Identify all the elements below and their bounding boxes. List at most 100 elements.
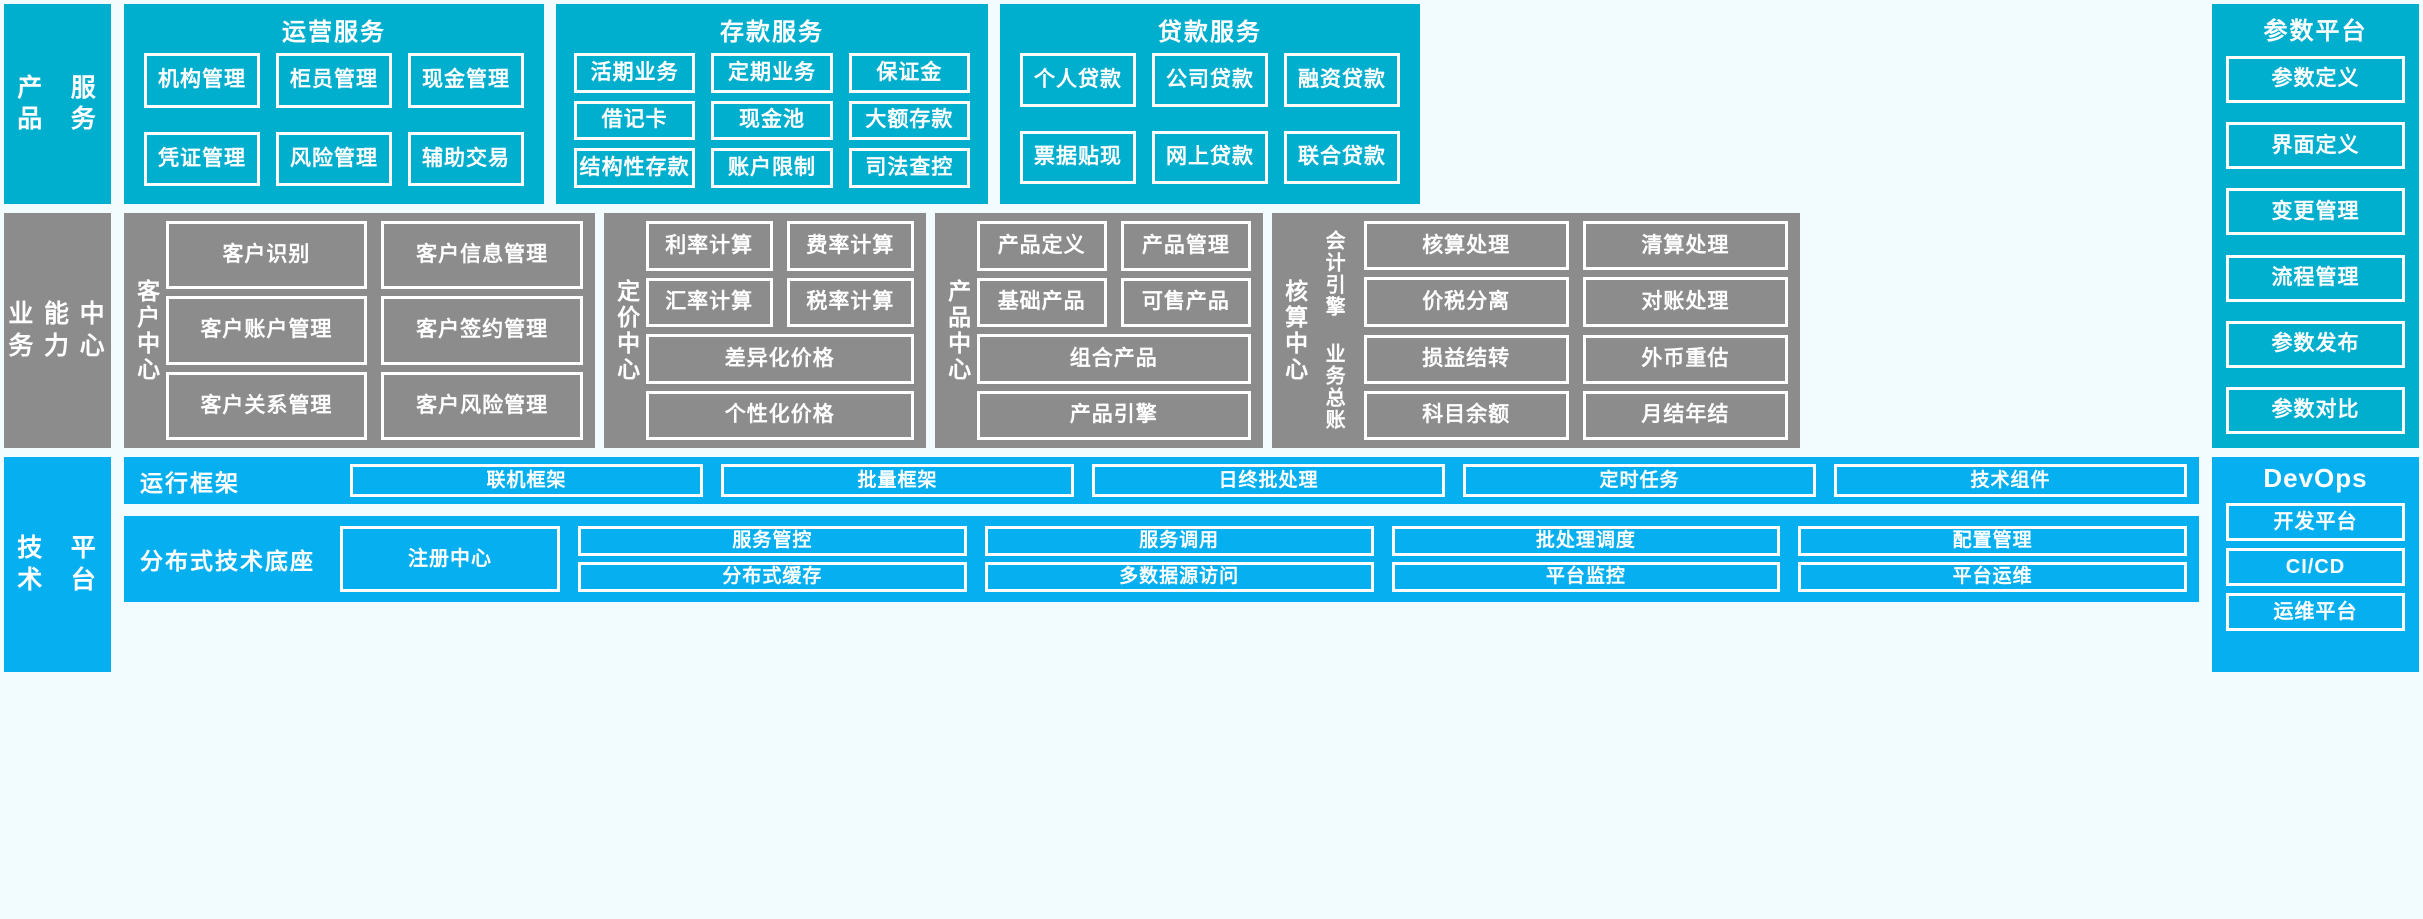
service-box[interactable]: 结构性存款 xyxy=(574,148,696,188)
tech-box[interactable]: 配置管理 xyxy=(1798,526,2187,556)
section-deposit-services: 存款服务 活期业务 定期业务 保证金 借记卡 现金池 大额存款 结构性存款 账户… xyxy=(556,4,988,204)
loan-services-grid: 个人贷款 公司贷款 融资贷款 票据贴现 网上贷款 联合贷款 xyxy=(1014,53,1406,194)
service-box[interactable]: 融资贷款 xyxy=(1284,53,1400,107)
section-devops: DevOps 开发平台 CI/CD 运维平台 xyxy=(2212,457,2419,672)
service-box[interactable]: 现金池 xyxy=(711,100,833,141)
capability-box[interactable]: 核算处理 xyxy=(1363,221,1569,271)
service-box[interactable]: 网上贷款 xyxy=(1152,130,1268,184)
service-box[interactable]: 司法查控 xyxy=(848,148,970,188)
tech-box[interactable]: 平台监控 xyxy=(1391,562,1781,592)
capability-box[interactable]: 科目余额 xyxy=(1363,390,1569,440)
center-accounting: 核算中心 会计引擎 核算处理 清算处理 价税分离 对账处理 业务总账 损益结转 … xyxy=(1272,213,1800,448)
capability-box[interactable]: 月结年结 xyxy=(1582,390,1788,440)
service-box[interactable]: 票据贴现 xyxy=(1020,130,1136,184)
parameter-item[interactable]: 流程管理 xyxy=(2226,254,2405,302)
devops-item[interactable]: CI/CD xyxy=(2226,548,2405,586)
service-box[interactable]: 账户限制 xyxy=(711,148,833,188)
technology-platform-row: 技术平台 运行框架 联机框架 批量框架 日终批处理 定时任务 技术组件 分布式技… xyxy=(0,457,2423,672)
tech-box[interactable]: 批处理调度 xyxy=(1391,526,1781,556)
capability-box[interactable]: 个性化价格 xyxy=(645,390,914,440)
service-box[interactable]: 辅助交易 xyxy=(408,131,524,186)
accounting-center-inner: 会计引擎 核算处理 清算处理 价税分离 对账处理 业务总账 损益结转 外币重估 … xyxy=(1308,221,1788,440)
band-label-runtime-framework: 运行框架 xyxy=(140,469,240,496)
capability-box[interactable]: 价税分离 xyxy=(1363,277,1569,327)
service-box[interactable]: 定期业务 xyxy=(711,53,833,93)
service-box[interactable]: 保证金 xyxy=(848,53,970,93)
capability-box[interactable]: 费率计算 xyxy=(786,221,914,271)
capability-box[interactable]: 产品引擎 xyxy=(976,390,1251,440)
parameter-item[interactable]: 参数发布 xyxy=(2226,320,2405,368)
capability-box[interactable]: 差异化价格 xyxy=(645,334,914,384)
service-box[interactable]: 借记卡 xyxy=(574,100,696,141)
capability-box[interactable]: 客户签约管理 xyxy=(381,296,583,365)
service-box[interactable]: 风险管理 xyxy=(276,131,392,186)
devops-item[interactable]: 开发平台 xyxy=(2226,503,2405,541)
technology-platform-side-label: 技术平台 xyxy=(4,457,111,672)
tech-box[interactable]: 平台运维 xyxy=(1798,562,2187,592)
capability-box[interactable]: 税率计算 xyxy=(786,277,914,327)
tech-box[interactable]: 技术组件 xyxy=(1834,464,2187,497)
section-title-parameter-platform: 参数平台 xyxy=(2263,18,2368,45)
capability-box[interactable]: 产品管理 xyxy=(1120,221,1251,271)
service-box[interactable]: 大额存款 xyxy=(848,100,970,141)
capability-box[interactable]: 汇率计算 xyxy=(645,277,773,327)
capability-box[interactable]: 客户风险管理 xyxy=(381,371,583,440)
capability-box[interactable]: 外币重估 xyxy=(1582,334,1788,384)
capability-box[interactable]: 客户账户管理 xyxy=(165,296,368,365)
band-label-distributed-base: 分布式技术底座 xyxy=(140,548,315,574)
tech-box[interactable]: 服务调用 xyxy=(984,526,1374,556)
parameter-item[interactable]: 变更管理 xyxy=(2226,188,2405,236)
capability-box[interactable]: 损益结转 xyxy=(1363,334,1569,384)
capability-box[interactable]: 对账处理 xyxy=(1582,277,1788,327)
product-services-row: 产品服务 运营服务 机构管理 柜员管理 现金管理 凭证管理 风险管理 辅助交易 … xyxy=(0,4,2423,204)
distributed-base-items: 服务管控 服务调用 批处理调度 配置管理 分布式缓存 多数据源访问 平台监控 平… xyxy=(578,526,2187,592)
tech-box[interactable]: 多数据源访问 xyxy=(984,562,1374,592)
tech-box[interactable]: 联机框架 xyxy=(350,464,703,497)
parameter-item[interactable]: 参数定义 xyxy=(2226,56,2405,103)
deposit-services-grid: 活期业务 定期业务 保证金 借记卡 现金池 大额存款 结构性存款 账户限制 司法… xyxy=(570,53,974,194)
tech-box[interactable]: 服务管控 xyxy=(578,526,967,556)
capability-box[interactable]: 客户关系管理 xyxy=(165,371,368,440)
pricing-center-grid: 利率计算 费率计算 汇率计算 税率计算 差异化价格 个性化价格 xyxy=(640,221,914,440)
center-product: 产品中心 产品定义 产品管理 基础产品 可售产品 组合产品 产品引擎 xyxy=(935,213,1263,448)
capability-box[interactable]: 产品定义 xyxy=(976,221,1107,271)
section-parameter-platform: 参数平台 参数定义 界面定义 变更管理 流程管理 参数发布 参数对比 xyxy=(2212,4,2419,448)
service-box[interactable]: 活期业务 xyxy=(574,53,696,93)
tech-box[interactable]: 批量框架 xyxy=(721,464,1074,497)
devops-item[interactable]: 运维平台 xyxy=(2226,593,2405,631)
accounting-engine-grid: 核算处理 清算处理 价税分离 对账处理 xyxy=(1363,221,1788,327)
section-title-operations: 运营服务 xyxy=(282,19,386,46)
registry-center-box[interactable]: 注册中心 xyxy=(340,526,560,592)
capability-box[interactable]: 可售产品 xyxy=(1120,277,1251,327)
service-box[interactable]: 机构管理 xyxy=(144,53,260,108)
business-capability-side-label: 业务能力中心 xyxy=(4,213,111,448)
capability-box[interactable]: 客户识别 xyxy=(165,221,368,290)
section-title-devops: DevOps xyxy=(2263,463,2368,493)
business-capability-centers: 客户中心 客户识别 客户信息管理 客户账户管理 客户签约管理 客户关系管理 客户… xyxy=(124,213,2199,448)
product-services-sections: 运营服务 机构管理 柜员管理 现金管理 凭证管理 风险管理 辅助交易 存款服务 … xyxy=(124,4,2410,204)
capability-box[interactable]: 组合产品 xyxy=(976,334,1251,384)
runtime-framework-items: 联机框架 批量框架 日终批处理 定时任务 技术组件 xyxy=(350,464,2187,497)
service-box[interactable]: 联合贷款 xyxy=(1284,130,1400,184)
section-operations-services: 运营服务 机构管理 柜员管理 现金管理 凭证管理 风险管理 辅助交易 xyxy=(124,4,544,204)
center-label-product: 产品中心 xyxy=(944,278,971,383)
center-label-pricing: 定价中心 xyxy=(613,278,640,383)
service-box[interactable]: 柜员管理 xyxy=(276,53,392,108)
capability-box[interactable]: 清算处理 xyxy=(1582,221,1788,271)
capability-box[interactable]: 利率计算 xyxy=(645,221,773,271)
service-box[interactable]: 个人贷款 xyxy=(1020,53,1136,107)
product-services-side-label: 产品服务 xyxy=(4,4,111,204)
service-box[interactable]: 现金管理 xyxy=(408,53,524,108)
service-box[interactable]: 凭证管理 xyxy=(144,131,260,186)
tech-box[interactable]: 日终批处理 xyxy=(1092,464,1445,497)
service-box[interactable]: 公司贷款 xyxy=(1152,53,1268,107)
parameter-item[interactable]: 参数对比 xyxy=(2226,386,2405,434)
parameter-item[interactable]: 界面定义 xyxy=(2226,122,2405,170)
capability-box[interactable]: 基础产品 xyxy=(976,277,1107,327)
tech-box[interactable]: 定时任务 xyxy=(1463,464,1816,497)
capability-box[interactable]: 客户信息管理 xyxy=(381,221,583,290)
business-ledger-grid: 损益结转 外币重估 科目余额 月结年结 xyxy=(1363,334,1788,440)
business-capability-row: 业务能力中心 客户中心 客户识别 客户信息管理 客户账户管理 客户签约管理 客户… xyxy=(0,213,2423,448)
tech-box[interactable]: 分布式缓存 xyxy=(578,562,967,592)
